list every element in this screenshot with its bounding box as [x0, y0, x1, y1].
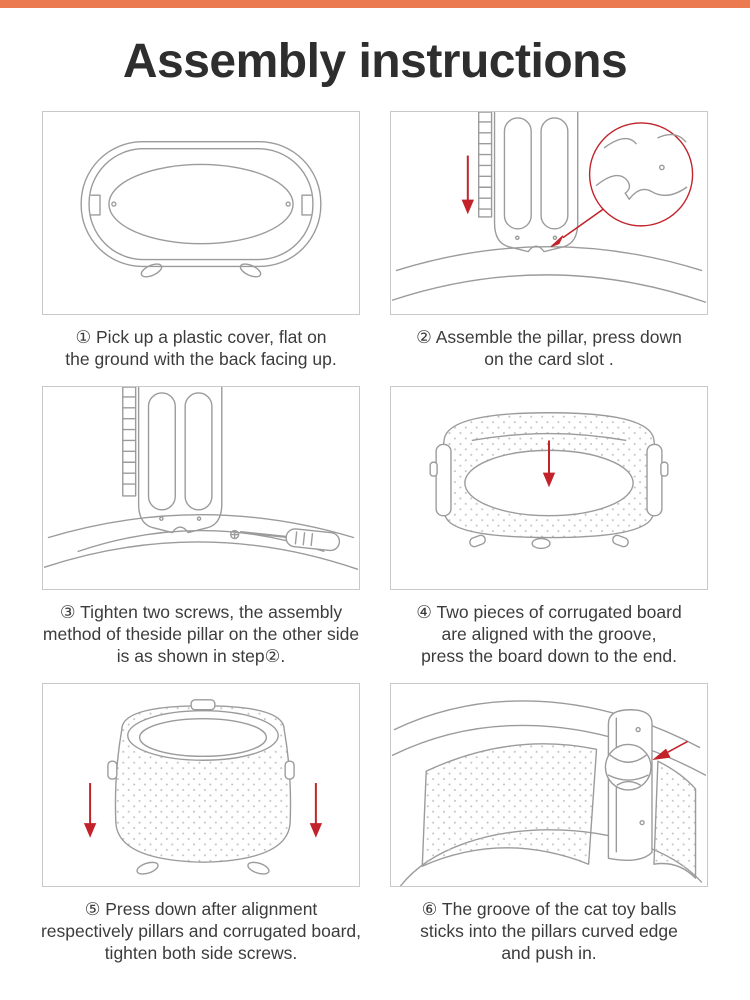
right-press-arrow-icon	[309, 783, 323, 838]
step-2-caption: ② Assemble the pillar, press down on the…	[416, 326, 682, 369]
steps-grid: ① Pick up a plastic cover, flat on the g…	[41, 110, 708, 980]
board-press-arrow-icon	[542, 440, 556, 488]
step-3-caption: ③ Tighten two screws, the assembly metho…	[42, 601, 360, 666]
step-6: ⑥ The groove of the cat toy balls sticks…	[390, 683, 708, 980]
plastic-cover-illustration	[80, 140, 322, 278]
step-2-panel	[390, 110, 708, 315]
step-5-panel	[42, 683, 360, 888]
screwdriver-icon	[239, 528, 341, 552]
step-4-caption: ④ Two pieces of corrugated board are ali…	[416, 601, 682, 666]
step-1: ① Pick up a plastic cover, flat on the g…	[42, 110, 360, 386]
left-press-arrow-icon	[83, 783, 97, 838]
top-accent-bar	[0, 0, 750, 8]
zoom-pointer-arrow-icon	[550, 208, 604, 247]
groove-pointer-arrow-icon	[652, 740, 689, 760]
step-1-panel	[42, 110, 360, 315]
step-2: ② Assemble the pillar, press down on the…	[390, 110, 708, 386]
step-6-panel	[390, 683, 708, 888]
zoom-detail-circle	[588, 121, 694, 227]
cat-toy-ball-groove-illustration	[391, 700, 707, 887]
press-down-arrow-icon	[461, 155, 474, 215]
step-5-caption: ⑤ Press down after alignment respectivel…	[40, 899, 362, 964]
page-title: Assembly instructions	[122, 35, 628, 88]
step-4: ④ Two pieces of corrugated board are ali…	[390, 385, 708, 683]
pillar-card-slot-illustration	[391, 111, 707, 303]
step-6-caption: ⑥ The groove of the cat toy balls sticks…	[420, 899, 678, 964]
cat-toy-ball-icon	[604, 743, 652, 791]
step-3-panel	[42, 385, 360, 590]
pillar-screws-illustration	[43, 386, 359, 570]
step-3: ③ Tighten two screws, the assembly metho…	[42, 385, 360, 683]
step-5: ⑤ Press down after alignment respectivel…	[41, 683, 361, 980]
corrugated-board-illustration	[429, 411, 669, 549]
step-4-panel	[390, 385, 708, 590]
step-1-caption: ① Pick up a plastic cover, flat on the g…	[65, 326, 337, 369]
press-down-basket-illustration	[83, 699, 323, 875]
